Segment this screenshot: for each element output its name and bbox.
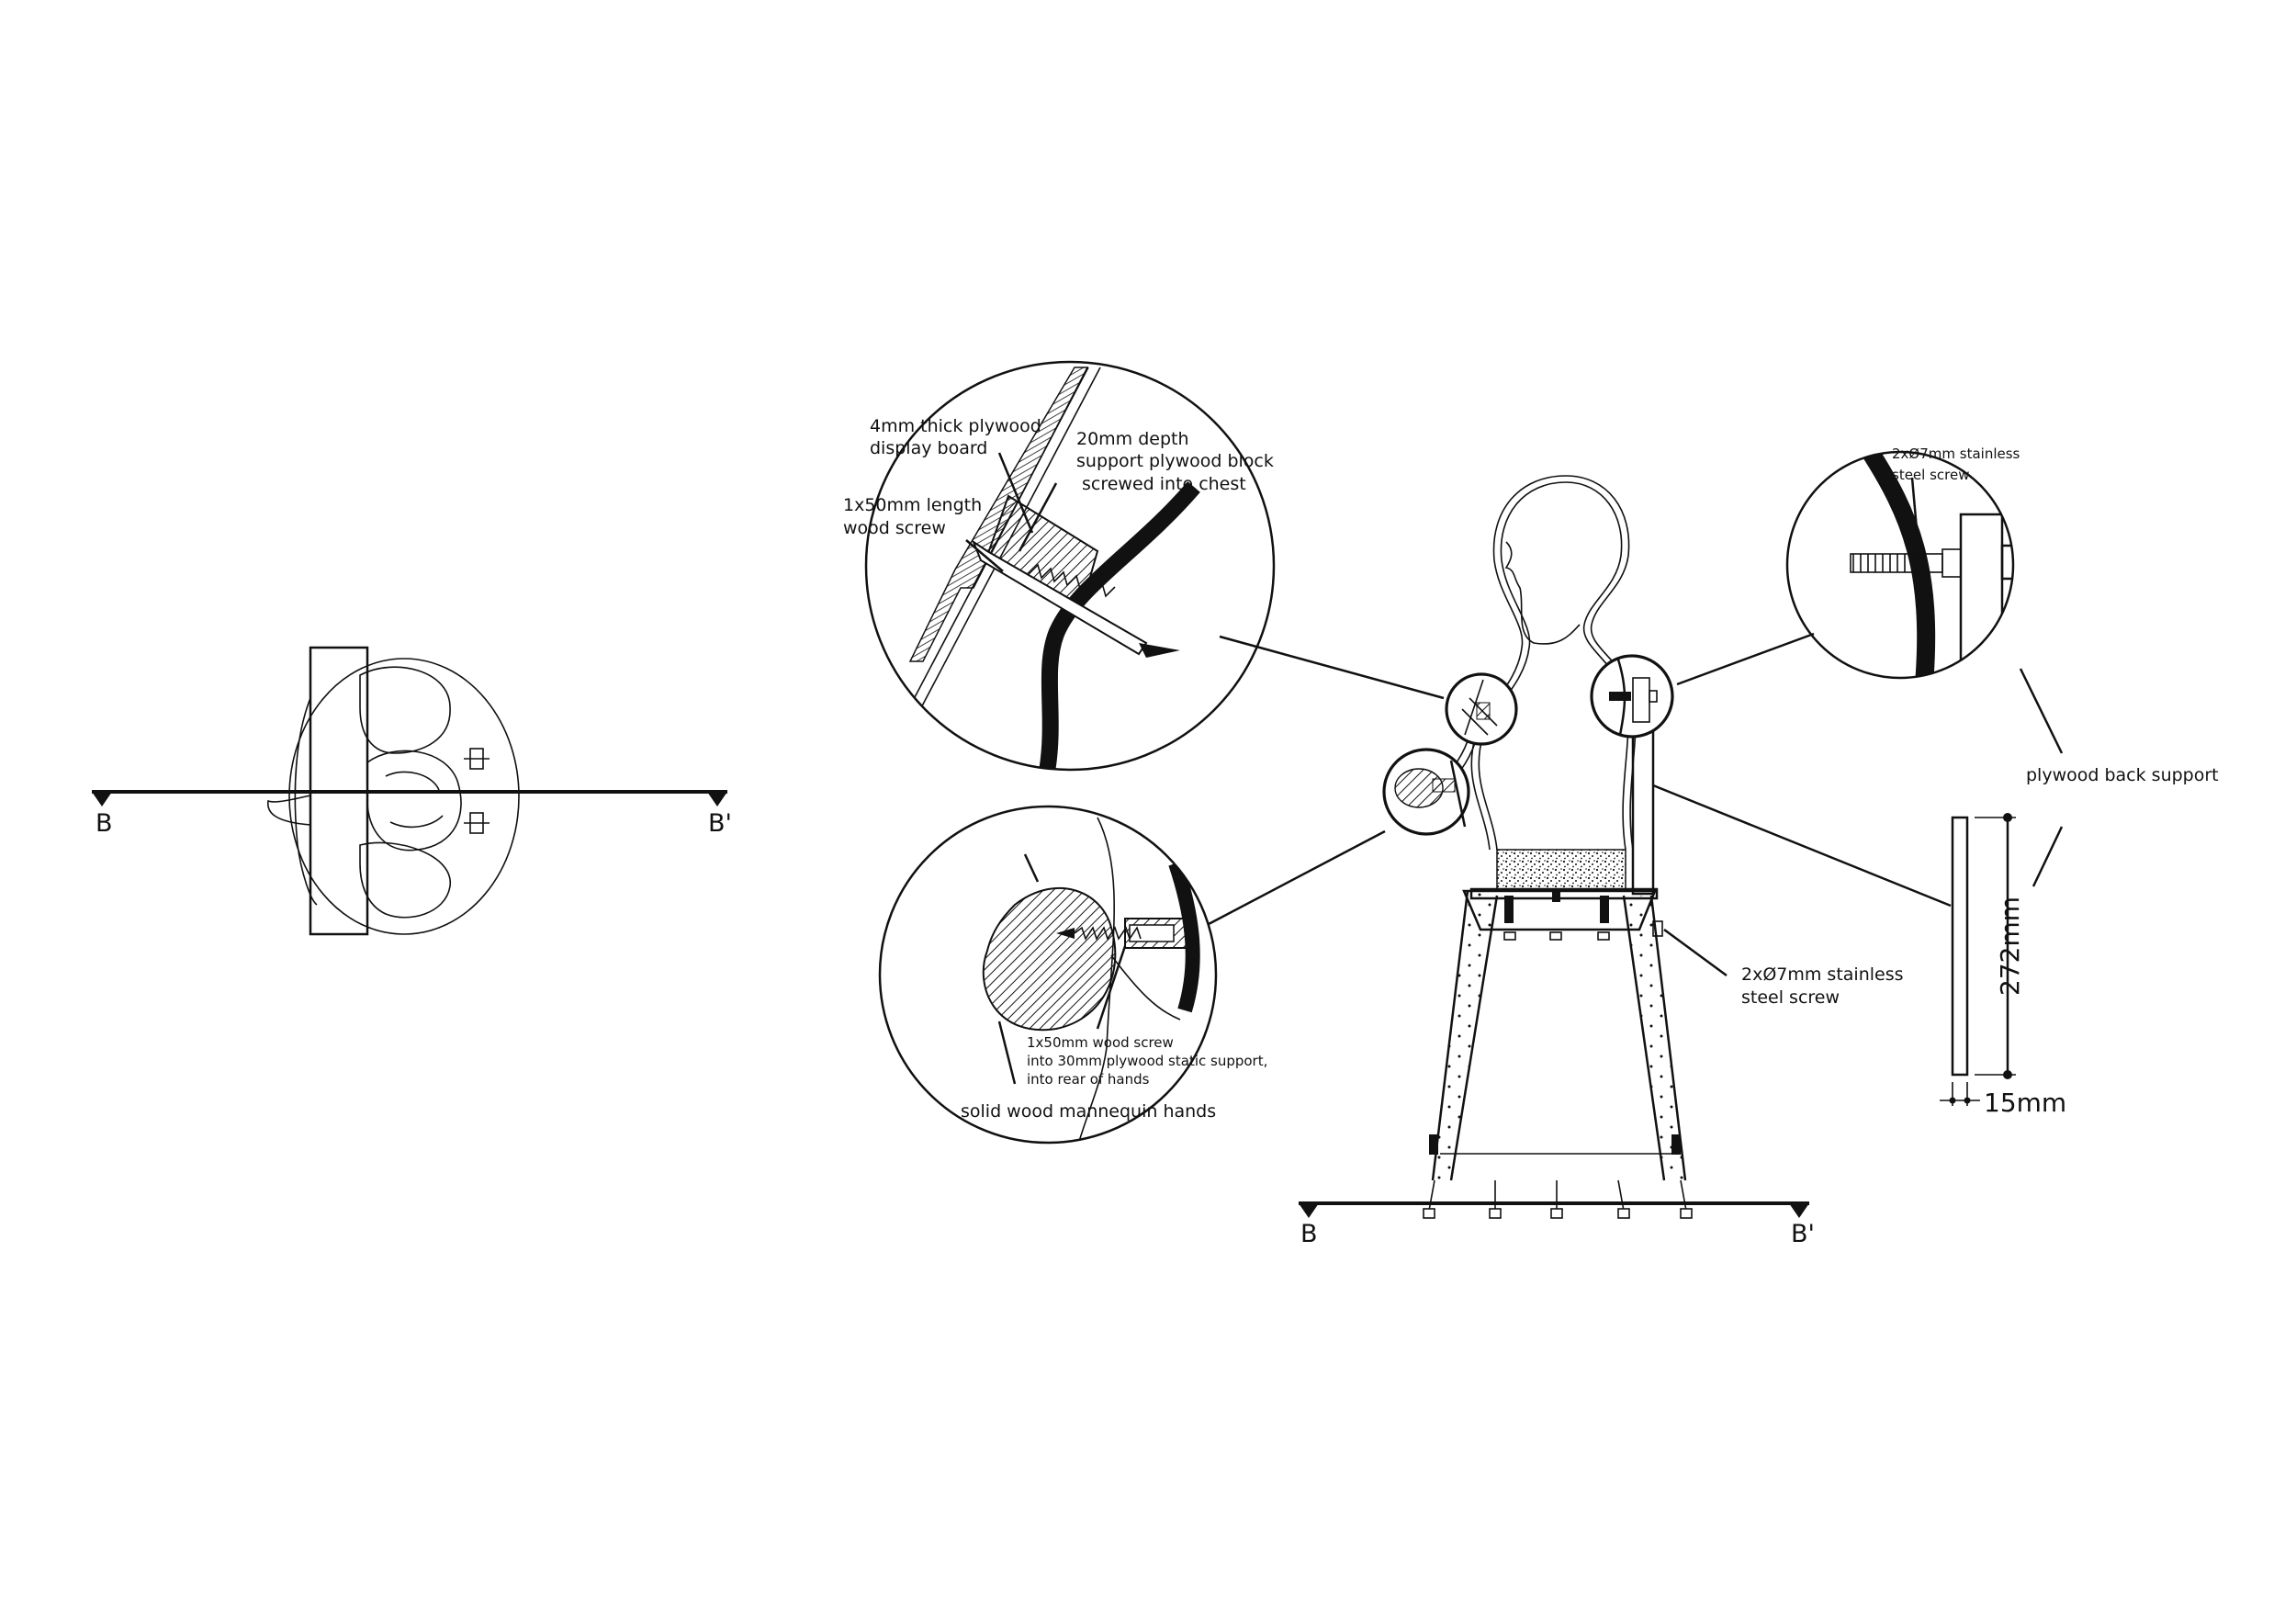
label-chest-screw-1: 1x50mm length [843, 495, 982, 515]
back-support-elevation [1940, 813, 2016, 1106]
section-label-bprime-main: B' [1791, 1220, 1815, 1248]
label-hand-screw-2: into 30mm plywood static support, [1027, 1053, 1267, 1069]
label-support-block-1: 20mm depth [1076, 429, 1189, 449]
section-line-left [92, 790, 727, 806]
dimension-height: 272mm [1995, 897, 2025, 996]
plan-hands [267, 795, 311, 826]
plan-shoulder-top [359, 666, 451, 754]
detail-marker-shoulder [1590, 654, 1674, 739]
label-seat-screw-2: steel screw [1741, 987, 1840, 1008]
section-label-b-main: B [1300, 1220, 1318, 1248]
section-label-bprime-left: B' [708, 809, 732, 838]
section-line-main [1299, 1201, 1809, 1218]
label-hand-screw-1: 1x50mm wood screw [1027, 1034, 1174, 1051]
label-display-board-1: 4mm thick plywood [870, 416, 1041, 436]
label-shoulder-screw-2: steel screw [1892, 467, 1970, 483]
dimension-thickness: 15mm [1984, 1088, 2066, 1118]
label-support-block-3: screwed into chest [1082, 474, 1246, 494]
label-display-board-2: display board [870, 438, 987, 458]
detail-circle-chest [864, 360, 1276, 772]
plan-shoulder-bottom [359, 841, 451, 919]
plan-head [366, 750, 462, 851]
mannequin-elevation [1423, 475, 1693, 1219]
leader-lines [965, 452, 2064, 1085]
label-hands: solid wood mannequin hands [961, 1101, 1216, 1122]
label-shoulder-screw-1: 2xØ7mm stainless [1892, 445, 2020, 462]
label-chest-screw-2: wood screw [843, 518, 946, 538]
detail-circle-hands [878, 805, 1218, 1145]
label-seat-screw-1: 2xØ7mm stainless [1741, 964, 1904, 985]
label-back-support: plywood back support [2026, 765, 2219, 785]
detail-marker-hands [1382, 748, 1470, 836]
label-hand-screw-3: into rear of hands [1027, 1071, 1150, 1088]
label-support-block-2: support plywood block [1076, 451, 1274, 471]
detail-circle-shoulder [1785, 450, 2015, 680]
section-label-b-left: B [96, 809, 113, 838]
detail-marker-chest [1445, 672, 1518, 746]
